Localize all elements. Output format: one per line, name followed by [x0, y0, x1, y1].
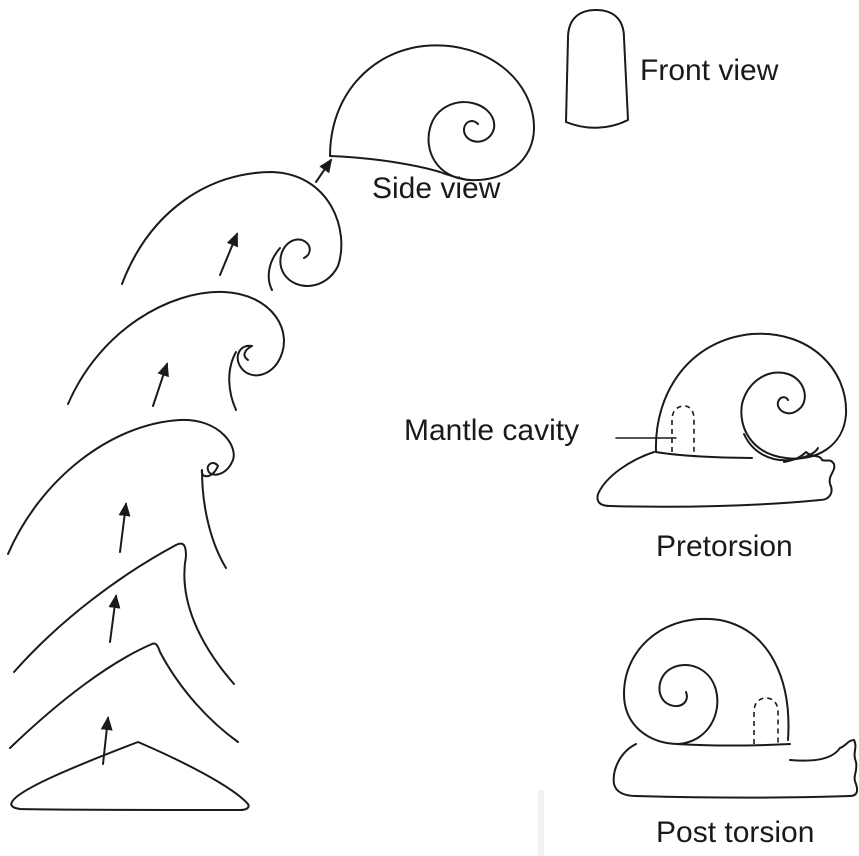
shell-stage-1 — [11, 742, 248, 810]
arrow-4 — [153, 364, 167, 406]
shell-stage-5 — [68, 292, 284, 410]
pretorsion-mantle-cavity — [672, 406, 694, 456]
arrow-5 — [220, 234, 237, 275]
shell-stage-2 — [10, 643, 238, 748]
pretorsion-snail — [598, 334, 847, 507]
shell-stage-3 — [14, 544, 234, 684]
arrow-3 — [120, 504, 126, 552]
shell-stage-6 — [122, 172, 341, 290]
posttorsion-mantle-cavity — [754, 698, 778, 746]
label-side-view: Side view — [372, 172, 501, 205]
label-mantle-cavity: Mantle cavity — [404, 414, 579, 447]
post-torsion-snail — [614, 619, 857, 798]
front-view-shell — [566, 10, 628, 128]
arrow-6 — [316, 160, 331, 182]
side-view-shell — [330, 45, 534, 180]
label-front-view: Front view — [640, 54, 779, 87]
arrow-1 — [103, 718, 108, 764]
arrow-2 — [110, 596, 116, 642]
label-post-torsion: Post torsion — [656, 816, 814, 849]
watermark — [538, 790, 544, 856]
label-pretorsion: Pretorsion — [656, 530, 793, 563]
